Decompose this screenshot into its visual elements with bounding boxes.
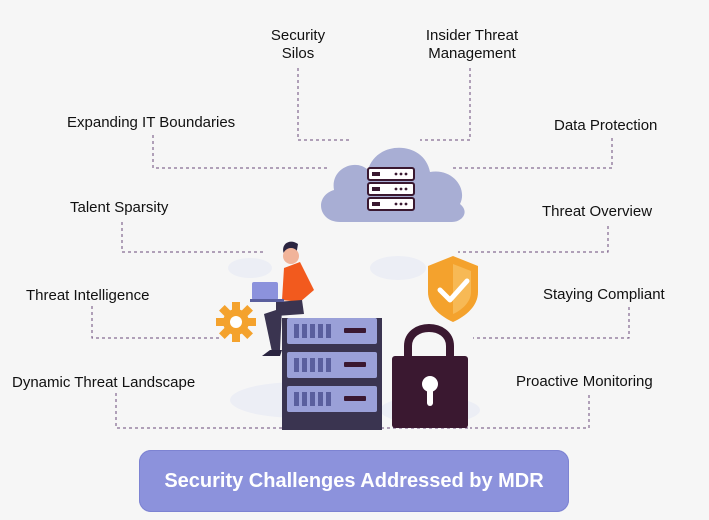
label-line: Insider Threat — [425, 27, 519, 44]
title-banner: Security Challenges Addressed by MDR — [139, 450, 569, 512]
label-line: Management — [428, 45, 516, 62]
shield-check-icon — [428, 256, 478, 322]
label-line: Security — [270, 27, 326, 44]
title-text: Security Challenges Addressed by MDR — [164, 469, 544, 492]
server-rack — [282, 318, 382, 430]
label-insider-threat: Insider Threat Management — [412, 27, 532, 63]
padlock-icon — [392, 324, 468, 428]
gear-icon — [216, 302, 256, 342]
label-security-silos: Security Silos — [258, 27, 338, 63]
label-line: Silos — [281, 45, 315, 62]
label-data-protection: Data Protection — [554, 117, 658, 134]
label-expanding-it-boundaries: Expanding IT Boundaries — [67, 114, 236, 131]
label-talent-sparsity: Talent Sparsity — [70, 199, 169, 216]
label-threat-overview: Threat Overview — [542, 203, 653, 220]
label-proactive-monitoring: Proactive Monitoring — [516, 373, 653, 390]
cloud-server-icon — [321, 147, 465, 222]
person-laptop-illustration — [250, 241, 314, 356]
label-staying-compliant: Staying Compliant — [543, 286, 665, 303]
label-threat-intelligence: Threat Intelligence — [26, 287, 150, 304]
label-dynamic-threat-landscape: Dynamic Threat Landscape — [12, 374, 196, 391]
